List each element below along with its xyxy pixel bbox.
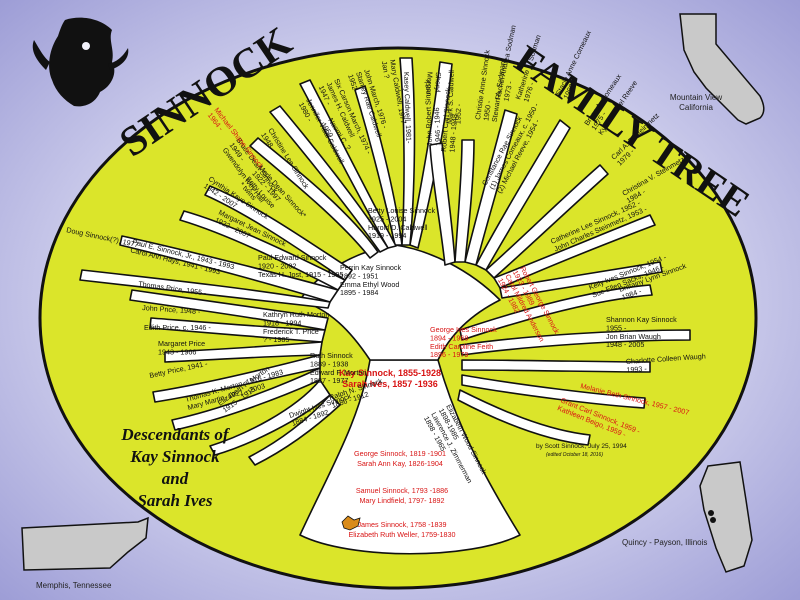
california-map-icon	[679, 13, 765, 125]
finger-label-33-line-3: Jon Brian Waugh	[606, 332, 661, 341]
finger-label-37-line-2: Morgan	[425, 72, 435, 97]
finger-label-1: Kasey Caldwell, 1981-	[402, 72, 414, 144]
branch-label-5-line-3: Frederick T. Price	[263, 327, 319, 336]
root-primary-line2: Sarah Ives, 1857 -1936	[342, 379, 438, 389]
finger-label-15: Edith Price, c. 1946 -	[144, 323, 211, 332]
finger-label-33-line-1: Shannon Kay Sinnock	[606, 315, 677, 324]
finger-label-16-line-1: Margaret Price	[158, 339, 205, 348]
finger-label-33-line-4: 1948 - 2005	[606, 340, 644, 349]
root-primary-line1: Kay Sinnock, 1855-1928	[339, 368, 441, 378]
branch-label-2-line-1: Perrin Kay Sinnock	[340, 263, 402, 272]
branch-label-3-line-2: 1925 - 2004	[368, 214, 406, 223]
finger-label-38-line-2: 1952 -	[453, 103, 463, 124]
ancestor-2-line2: Mary Lindfield, 1797- 1892	[359, 496, 444, 505]
finger-label-14-line-1: John Price, 1948 -	[142, 303, 201, 316]
branch-label-3-line-4: 1919 - 1994	[368, 231, 406, 240]
subtitle-line2: Kay Sinnock	[129, 447, 220, 466]
illinois-map-icon	[699, 461, 753, 573]
branch-label-5-line-2: 1918 - 1994	[263, 318, 301, 327]
branch-label-2-line-2: 1892 - 1951	[340, 271, 378, 280]
branch-label-1-line-2: 1894 - 1968	[430, 333, 468, 342]
ancestor-3-line2: Elizabeth Ruth Weller, 1759-1830	[349, 530, 456, 539]
location-bottom-right: Quincy - Payson, Illinois	[622, 538, 707, 547]
ancestor-1-line2: Sarah Ann Kay, 1826-1904	[357, 459, 443, 468]
finger-label-22-line-2: 1950 -	[481, 99, 493, 121]
quincy-marker	[708, 510, 714, 516]
subtitle-line4: Sarah Ives	[137, 491, 212, 510]
branch-label-1-line-4: 1896 - 1979	[430, 350, 468, 359]
finger-label-23-line-2: 1973 -	[501, 80, 514, 102]
finger-label-15-line-1: Edith Price, c. 1946 -	[144, 323, 211, 332]
branch-label-4-line-2: 1889 - 1938	[310, 359, 348, 368]
location-top-right-line1: Mountain View	[670, 93, 723, 102]
ancestor-1-line1: George Sinnock, 1819 -1901	[354, 449, 446, 458]
finger-label-16-line-2: 1943 - 1966	[158, 347, 196, 356]
subtitle-line3: and	[162, 469, 189, 488]
finger-label-2-line-2: Jan ?	[380, 60, 392, 79]
finger-label-21-line-2: 1948 - 1948	[447, 114, 459, 153]
branch-label-5-line-4: ? - 1985	[263, 335, 289, 344]
tennessee-map-icon	[21, 516, 149, 571]
credit-line2: (edited October 18, 2016)	[546, 452, 603, 458]
tree-silhouette	[79, 57, 691, 555]
branch-label-3-line-3: Harold D. Caldwell	[368, 223, 428, 232]
location-bottom-left: Memphis, Tennessee	[36, 581, 112, 590]
branch-label-3-line-1: Betty Louise Sinnock	[368, 206, 436, 215]
branch-label-6-line-2: 1920 - 2002	[258, 261, 296, 270]
subtitle-line1: Descendants of	[120, 425, 231, 444]
finger-label-20-line-1: John Robert Sinnock	[423, 79, 434, 146]
branch-label-4-line-4: 1887 - 1977	[310, 376, 348, 385]
location-top-right-line2: California	[679, 103, 713, 112]
finger-label-33-line-2: 1955 -	[606, 323, 627, 332]
finger-label-1-line-1: Kasey Caldwell, 1981-	[402, 72, 414, 144]
ancestor-2-line1: Samuel Sinnock, 1793 -1886	[356, 486, 448, 495]
ancestor-3-line1: James Sinnock, 1758 -1839	[357, 520, 446, 529]
finger-label-38-line-1: Mark S. Caldwell	[445, 69, 456, 124]
finger-label-20-line-2: 1946 - 1946	[432, 107, 442, 146]
credit-line1: by Scott Sinnock, July 25, 1994	[536, 443, 627, 450]
finger-label-14: John Price, 1948 -	[142, 303, 201, 316]
branch-label-1-line-3: Edith Caroline Feith	[430, 342, 493, 351]
branch-label-6-line-1: Paul Edward Sinnock	[258, 253, 327, 262]
finger-label-34-line-2: 1993 -	[626, 364, 648, 374]
branch-label-4-line-3: Edward F. Morton	[310, 368, 366, 377]
branch-label-6-line-3: Texas H. Jost, 1915 - 1995	[258, 270, 344, 279]
branch-label-1-line-1: George Ives Sinnock	[430, 325, 497, 334]
branch-label-4-line-1: Ruth Sinnock	[310, 351, 353, 360]
branch-label-5-line-1: Kathryn Ruth Morton	[263, 310, 329, 319]
lion-emblem-icon	[32, 17, 129, 107]
payson-marker	[710, 517, 716, 523]
finger-label-37-line-1: Sheryl	[433, 72, 443, 93]
crest-icon	[341, 515, 361, 531]
branch-label-2-line-4: 1895 - 1984	[340, 288, 378, 297]
branch-label-2-line-3: Emma Ethyl Wood	[340, 280, 399, 289]
